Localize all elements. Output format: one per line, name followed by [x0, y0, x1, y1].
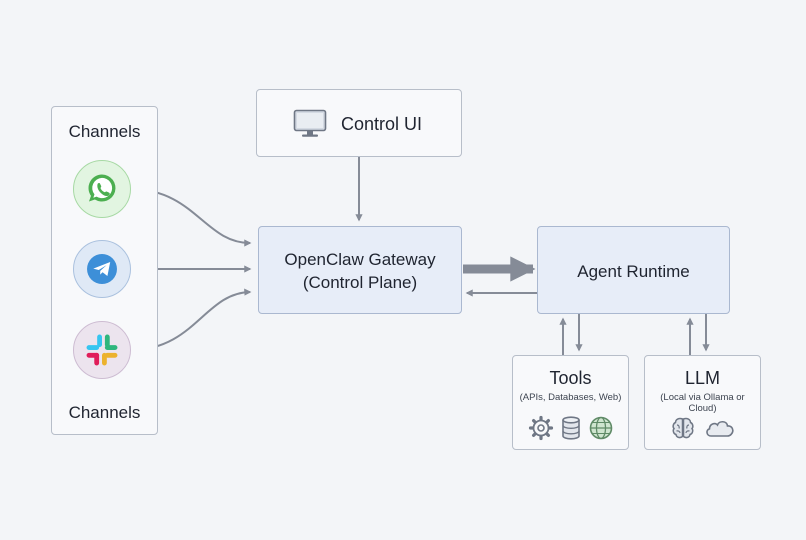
whatsapp-channel[interactable] [73, 160, 131, 218]
slack-channel[interactable] [73, 321, 131, 379]
telegram-channel[interactable] [73, 240, 131, 298]
tools-box[interactable]: Tools (APIs, Databases, Web) [512, 355, 629, 450]
slack-icon [86, 334, 118, 366]
gear-icon [528, 415, 554, 441]
gateway-subtitle: (Control Plane) [302, 273, 418, 292]
llm-subtitle: (Local via Ollama or Cloud) [660, 392, 745, 414]
monitor-icon [293, 109, 327, 137]
telegram-icon [87, 254, 117, 284]
cloud-icon [703, 415, 737, 441]
channels-title-top: Channels [68, 122, 141, 141]
channels-title-bottom: Channels [68, 403, 141, 422]
control-ui-label: Control UI [341, 114, 423, 134]
agent-runtime-label: Agent Runtime [577, 262, 690, 281]
database-icon [558, 415, 584, 441]
tools-title: Tools [549, 368, 592, 388]
llm-box[interactable]: LLM (Local via Ollama or Cloud) [644, 355, 761, 450]
control-ui-box[interactable]: Control UI [256, 89, 462, 157]
llm-title: LLM [684, 368, 720, 388]
channels-panel: Channels [51, 106, 158, 435]
tools-subtitle: (APIs, Databases, Web) [519, 392, 622, 403]
whatsapp-icon [88, 174, 116, 202]
gateway-title: OpenClaw Gateway [284, 250, 436, 269]
brain-icon [670, 415, 696, 441]
globe-icon [588, 415, 614, 441]
agent-runtime-box[interactable]: Agent Runtime [537, 226, 730, 314]
gateway-box[interactable]: OpenClaw Gateway (Control Plane) [258, 226, 462, 314]
